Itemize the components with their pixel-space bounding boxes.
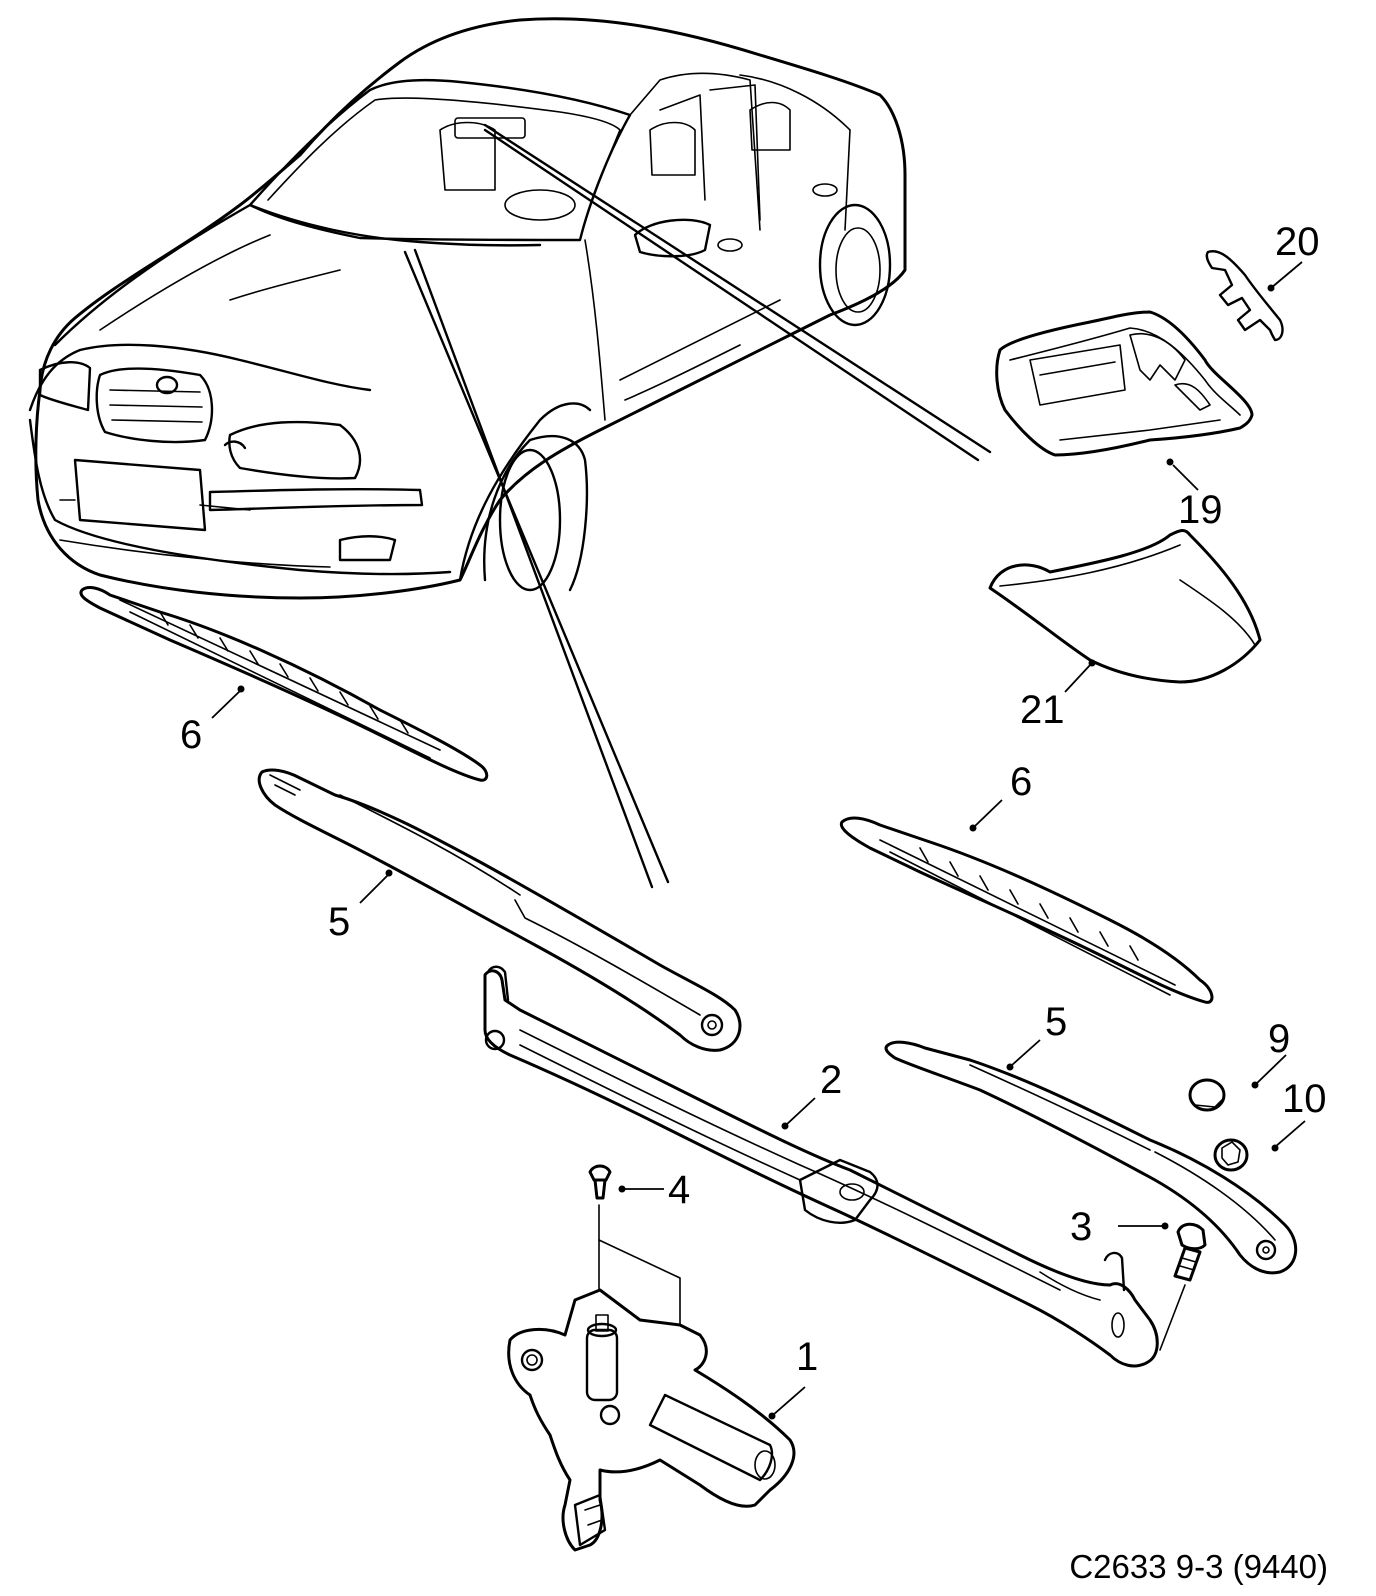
reference-code: C2633 9-3 (9440): [1069, 1548, 1328, 1585]
part-clip[interactable]: [1205, 250, 1284, 342]
car-illustration: [28, 17, 907, 600]
callout-20: 20: [1275, 220, 1320, 264]
callout-6-right: 6: [1010, 760, 1032, 804]
callout-5-left: 5: [328, 900, 350, 944]
callout-3: 3: [1070, 1205, 1092, 1249]
part-screw[interactable]: [588, 1164, 681, 1331]
callout-9: 9: [1268, 1017, 1290, 1061]
callout-1: 1: [796, 1335, 818, 1379]
part-cover[interactable]: [988, 529, 1262, 684]
callout-5-right: 5: [1045, 1000, 1067, 1044]
part-bolt[interactable]: [1159, 1222, 1207, 1351]
part-nut[interactable]: [1213, 1138, 1249, 1172]
part-wiper-linkage[interactable]: [483, 965, 1159, 1368]
part-wiper-blade-left[interactable]: [79, 586, 489, 782]
part-cap[interactable]: [1188, 1078, 1226, 1112]
callout-6-left: 6: [180, 713, 202, 757]
part-wiper-motor[interactable]: [507, 1288, 796, 1552]
part-wiper-blade-right[interactable]: [839, 816, 1214, 1004]
part-rain-sensor-housing[interactable]: [995, 310, 1254, 457]
callout-21: 21: [1020, 688, 1065, 732]
pointer-lines: [403, 123, 992, 889]
callout-2: 2: [820, 1058, 842, 1102]
callout-10: 10: [1282, 1077, 1327, 1121]
callouts: 20 19 21 6 5 6 5 9 10 2: [180, 220, 1327, 1420]
callout-4: 4: [668, 1168, 690, 1212]
part-wiper-arm-left[interactable]: [257, 768, 742, 1052]
callout-19: 19: [1178, 488, 1223, 532]
part-wiper-arm-right[interactable]: [884, 1040, 1298, 1275]
